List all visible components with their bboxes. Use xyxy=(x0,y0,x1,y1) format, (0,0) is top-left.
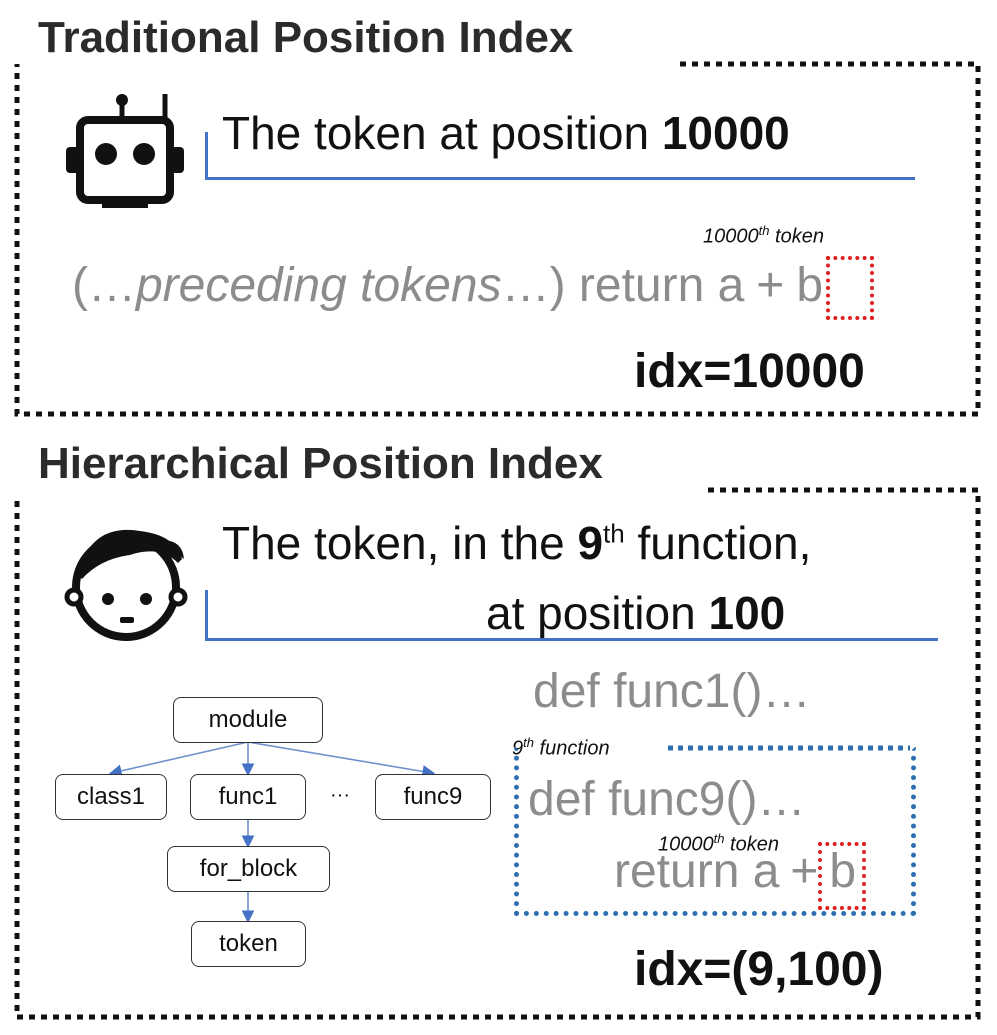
hierarchical-token-label: 10000th token xyxy=(658,831,779,856)
code-return: return a+b xyxy=(614,845,857,898)
traditional-target-token-highlight xyxy=(826,256,874,320)
tree-node-func1: func1 xyxy=(190,774,306,820)
tree-ellipsis: ··· xyxy=(330,784,350,806)
traditional-speech-bold: 10000 xyxy=(661,107,790,159)
code-func1: def func1()… xyxy=(533,665,811,718)
traditional-speech-prefix: The token at position xyxy=(222,107,662,159)
traditional-idx: idx=10000 xyxy=(634,345,865,398)
traditional-speech: The token at position 10000 xyxy=(222,110,790,156)
child-face-icon xyxy=(64,529,188,641)
traditional-code-line: (…preceding tokens…) return a+b xyxy=(72,259,824,312)
hierarchical-speech-line2: at position 100 xyxy=(486,587,786,639)
traditional-speech-bracket xyxy=(205,132,915,180)
tree-node-token: token xyxy=(191,921,306,967)
tree-node-module: module xyxy=(173,697,323,743)
function-9-highlight xyxy=(514,746,916,916)
traditional-token-label: 10000th token xyxy=(703,223,824,248)
hierarchical-title: Hierarchical Position Index xyxy=(38,439,603,488)
code-func9: def func9()… xyxy=(528,773,806,826)
tree-node-func9: func9 xyxy=(375,774,491,820)
tree-node-class1: class1 xyxy=(55,774,167,820)
hierarchical-speech-line1: The token, in the 9th function, xyxy=(222,517,812,569)
hierarchical-idx: idx=(9,100) xyxy=(634,943,884,996)
tree-node-for-block: for_block xyxy=(167,846,330,892)
robot-icon xyxy=(66,94,184,208)
hierarchical-target-token-highlight xyxy=(818,842,866,910)
hierarchical-speech-bracket xyxy=(205,590,938,641)
traditional-title: Traditional Position Index xyxy=(38,13,574,62)
